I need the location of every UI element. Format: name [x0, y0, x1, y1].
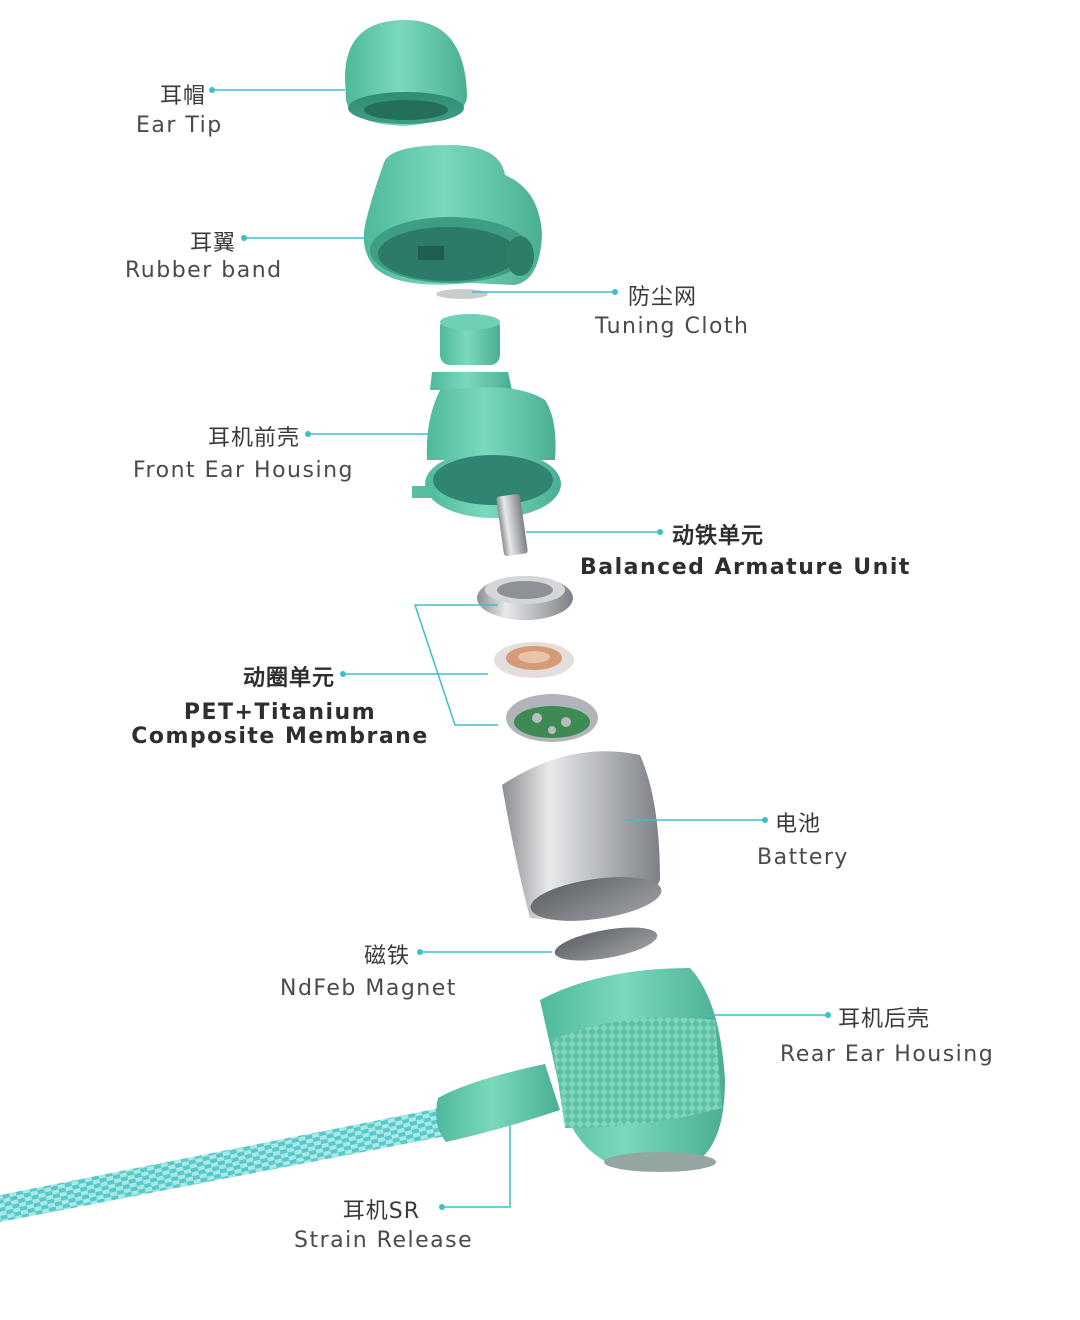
- rubber-band-label-en: Rubber band: [125, 258, 283, 283]
- cable-part: [0, 1108, 446, 1222]
- balanced-armature-part: [496, 494, 528, 556]
- ear-tip-label-en: Ear Tip: [136, 113, 223, 138]
- strain-release-label-cn: 耳机SR: [342, 1199, 420, 1224]
- front-housing-label-en: Front Ear Housing: [133, 458, 354, 483]
- dynamic-unit-label-en-line1: PET+Titanium: [183, 700, 377, 725]
- tuning-cloth-part: [436, 289, 488, 299]
- balanced-armature-label-cn: 动铁单元: [672, 524, 765, 549]
- tuning-cloth-label-cn: 防尘网: [628, 285, 698, 310]
- dynamic-unit-label-cn: 动圈单元: [242, 666, 335, 691]
- battery-label-en: Battery: [757, 845, 849, 870]
- magnet-label-cn: 磁铁: [363, 944, 410, 969]
- magnet-part: [554, 927, 658, 961]
- ear-tip-part: [345, 20, 468, 126]
- dynamic-unit-label-en-line2: Composite Membrane: [131, 724, 429, 749]
- leader-lines: [212, 89, 828, 1208]
- strain-release-part: [436, 1064, 560, 1142]
- rear-housing-label-en: Rear Ear Housing: [780, 1042, 995, 1067]
- front-ear-housing-part: [412, 314, 561, 518]
- leader-dots: [209, 87, 831, 1210]
- dynamic-unit-part: [477, 576, 598, 742]
- tuning-cloth-label-en: Tuning Cloth: [595, 314, 750, 339]
- balanced-armature-label-en: Balanced Armature Unit: [580, 555, 911, 580]
- battery-part: [502, 751, 662, 921]
- strain-release-label-en: Strain Release: [294, 1228, 474, 1253]
- ear-tip-label-cn: 耳帽: [159, 84, 206, 109]
- rubber-band-label-cn: 耳翼: [189, 231, 236, 256]
- battery-label-cn: 电池: [775, 812, 822, 837]
- rear-housing-label-cn: 耳机后壳: [838, 1007, 931, 1032]
- magnet-label-en: NdFeb Magnet: [280, 976, 457, 1001]
- rubber-band-part: [363, 145, 542, 285]
- rear-ear-housing-part: [540, 968, 725, 1172]
- front-housing-label-cn: 耳机前壳: [207, 426, 300, 451]
